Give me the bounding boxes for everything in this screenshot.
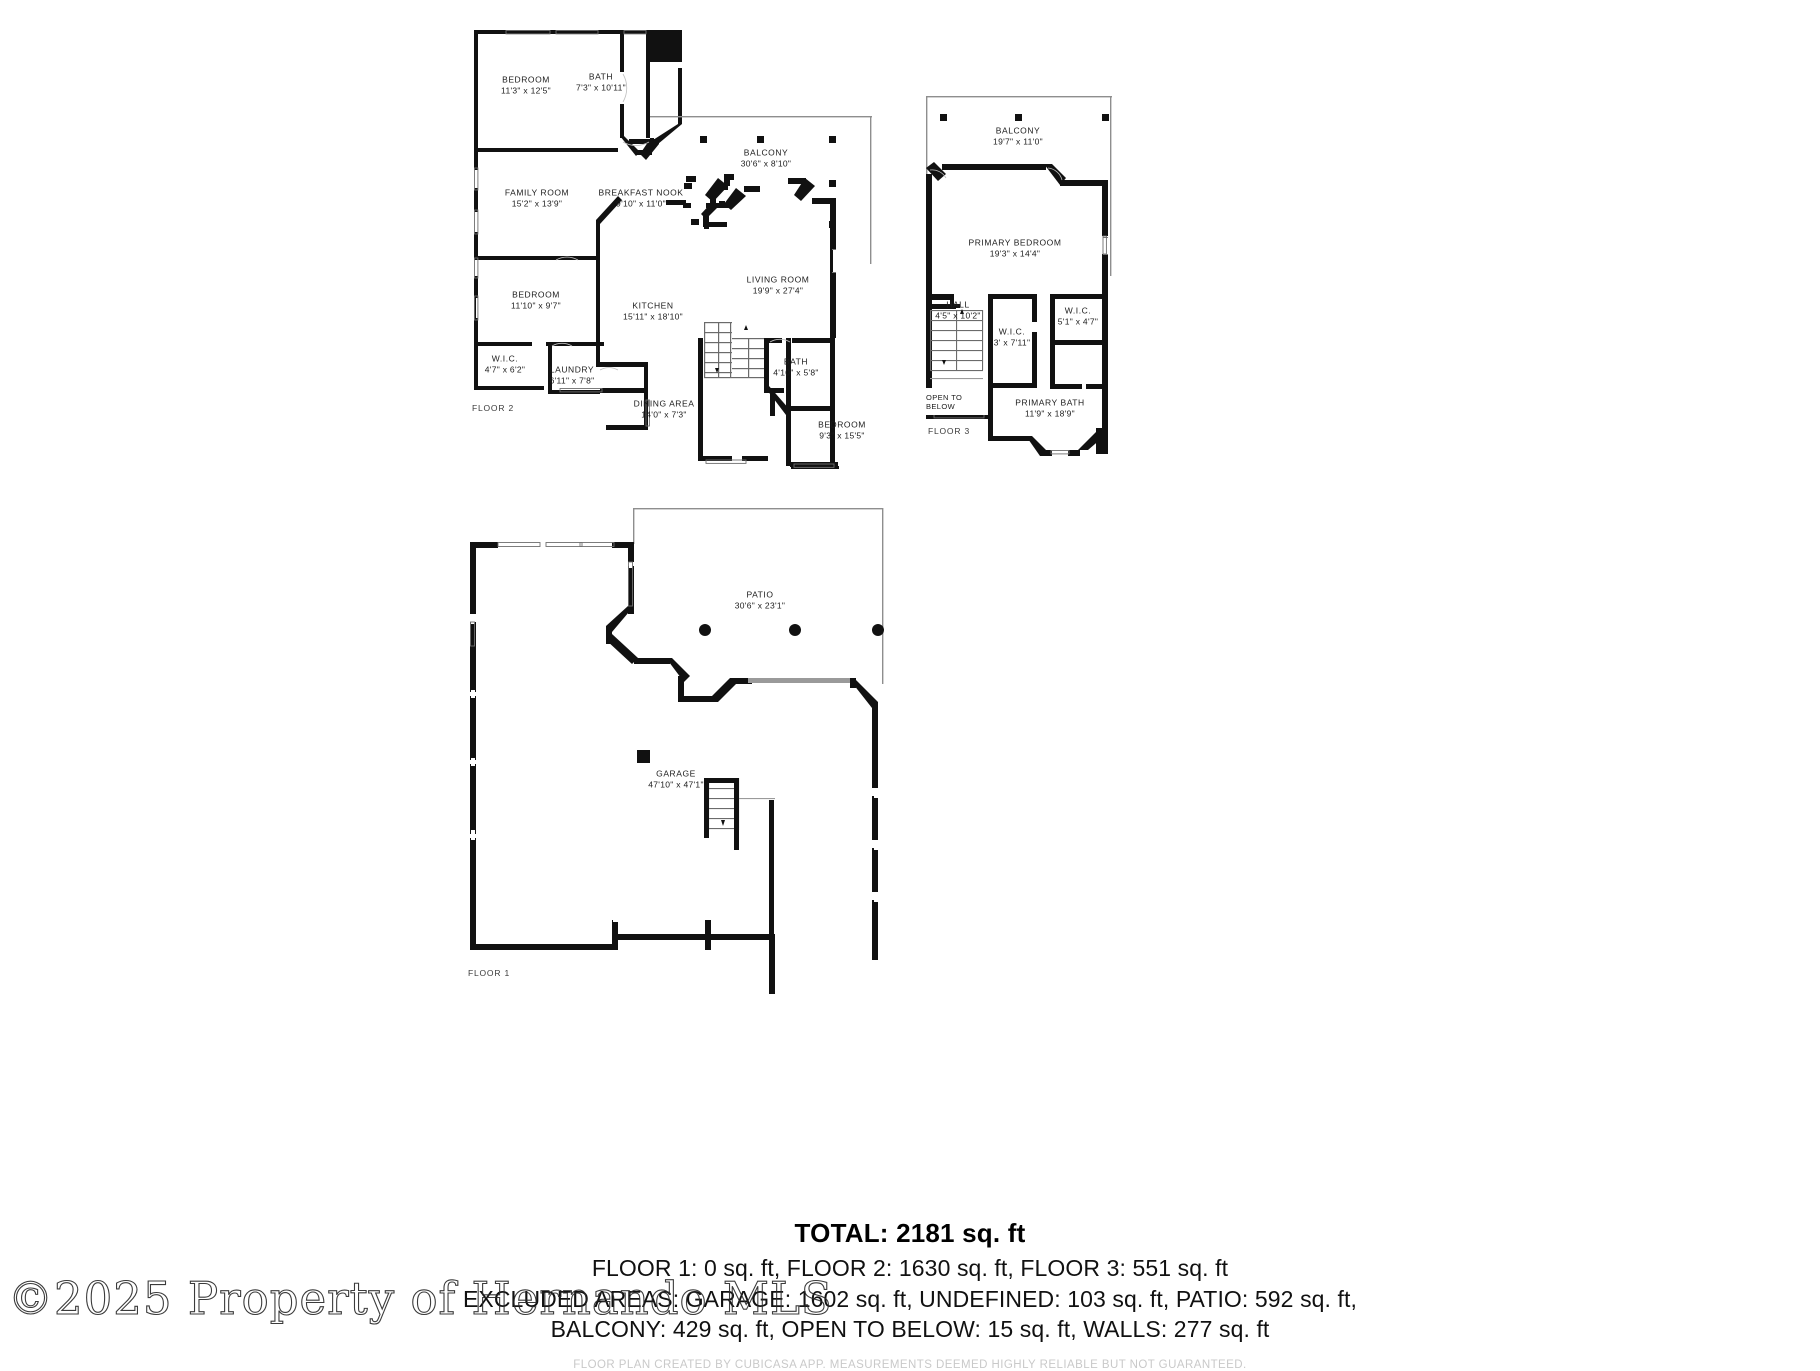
- open-to-below-label: OPEN TO BELOW: [926, 392, 963, 411]
- floor-2-tag: FLOOR 2: [472, 403, 514, 413]
- floor-1-drawing: [470, 508, 884, 994]
- mls-watermark: ©2025 Property of Hernando MLS: [7, 1271, 833, 1325]
- floor-3-tag: FLOOR 3: [928, 426, 970, 436]
- excluded-areas-text-2: BALCONY: 429 sq. ft, OPEN TO BELOW: 15 s…: [550, 1316, 1270, 1343]
- total-area-text: TOTAL: 2181 sq. ft: [794, 1218, 1026, 1248]
- floor-plan-floor-2: BEDROOM 11'3" x 12'5" BATH 7'3" x 10'11"…: [460, 20, 920, 480]
- floor-3-drawing: [926, 96, 1112, 456]
- excluded-areas-text-1: EXCLUDED AREAS: GARAGE: 1602 sq. ft, UND…: [462, 1285, 1358, 1312]
- floor-1-tag: FLOOR 1: [468, 968, 510, 978]
- floor-plan-floor-3: BALCONY 19'7" x 11'0" PRIMARY BEDROOM 19…: [920, 88, 1140, 480]
- area-summary: TOTAL: 2181 sq. ft FLOOR 1: 0 sq. ft, FL…: [0, 1218, 1820, 1371]
- floor-areas-text: FLOOR 1: 0 sq. ft, FLOOR 2: 1630 sq. ft,…: [591, 1255, 1229, 1281]
- floor-2-drawing: [474, 30, 872, 469]
- open-to-below-box: OPEN TO BELOW: [926, 388, 988, 415]
- floor-plan-floor-1: PATIO 30'6" x 23'1" GARAGE 47'10" x 47'1…: [460, 500, 920, 1000]
